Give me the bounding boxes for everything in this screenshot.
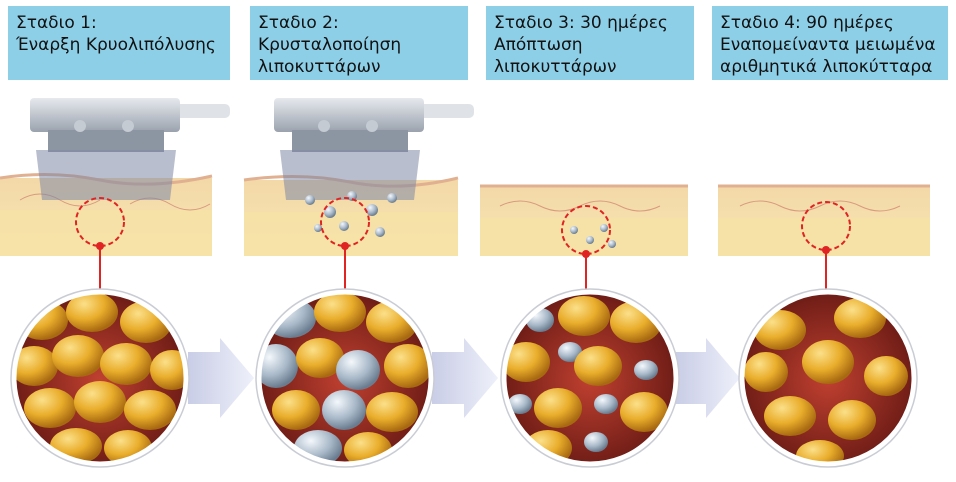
connector-dot-3 xyxy=(582,250,590,258)
stage-3-skin-cross-section xyxy=(480,184,688,256)
cryo-applicator-icon xyxy=(274,98,474,237)
stage-1-label: Σταδιο 1: Έναρξη Κρυολιπόλυσης xyxy=(8,6,230,80)
stage-4-skin-cross-section xyxy=(718,184,930,256)
focus-circle-3 xyxy=(561,205,611,255)
stage-1-skin-cross-section xyxy=(0,172,213,256)
magnified-fat-cells-icon xyxy=(504,292,676,464)
stage-2-label: Σταδιο 2: Κρυσταλοποίηση λιποκυττάρων xyxy=(250,6,468,80)
stage-3-label: Σταδιο 3: 30 ημέρες Απόπτωση λιποκυττάρω… xyxy=(486,6,694,80)
focus-circle-2 xyxy=(320,197,370,247)
flow-arrow-icon xyxy=(188,338,254,418)
stage-4-label: Σταδιο 4: 90 ημέρες Εναπομείναντα μειωμέ… xyxy=(712,6,948,80)
cryo-applicator-icon xyxy=(30,98,230,200)
connector-dot-2 xyxy=(341,242,349,250)
flow-arrow-icon xyxy=(676,338,740,418)
focus-circle-1 xyxy=(75,197,125,247)
connector-dot-1 xyxy=(96,242,104,250)
focus-circle-4 xyxy=(801,201,851,251)
connector-dot-4 xyxy=(822,246,830,254)
stage-2-skin-cross-section xyxy=(243,174,459,256)
flow-arrow-icon xyxy=(432,338,498,418)
magnified-fat-cells-icon xyxy=(742,292,914,464)
